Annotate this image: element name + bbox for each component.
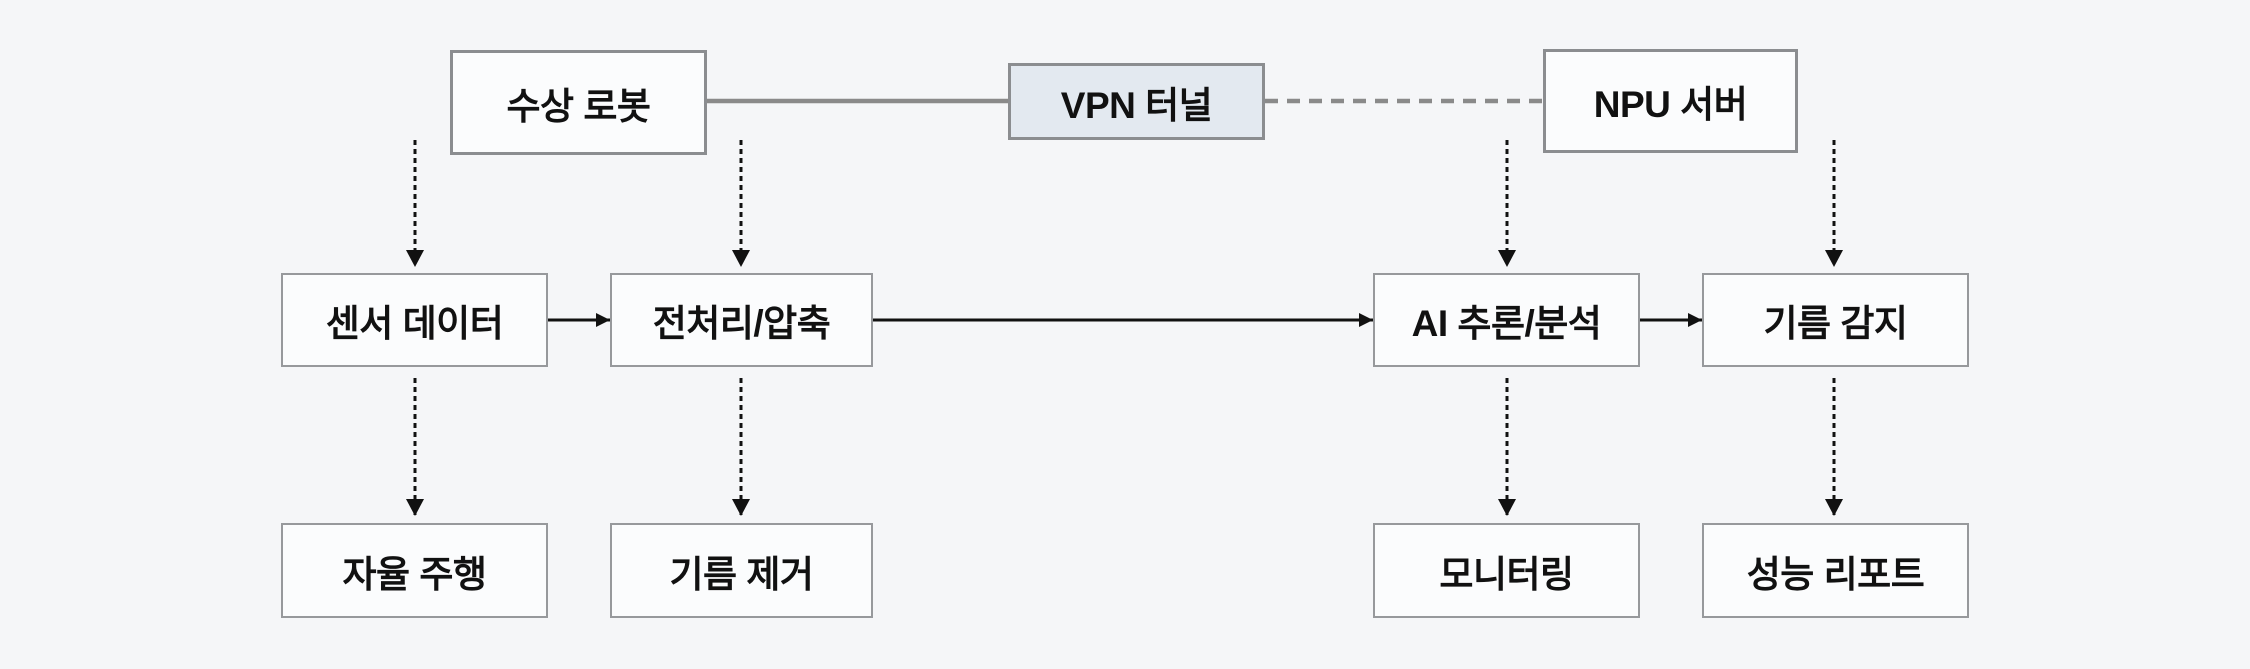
- node-oil-detection-label: 기름 감지: [1763, 303, 1908, 344]
- node-npu-server: NPU 서버: [1543, 49, 1798, 153]
- node-vpn-tunnel: VPN 터널: [1008, 63, 1265, 140]
- node-performance-report: 성능 리포트: [1702, 523, 1969, 618]
- node-monitoring-label: 모니터링: [1439, 553, 1574, 595]
- node-performance-report-label: 성능 리포트: [1746, 553, 1925, 595]
- node-vpn-tunnel-label: VPN 터널: [1060, 84, 1213, 126]
- node-water-robot-label: 수상 로봇: [506, 85, 651, 127]
- node-npu-server-label: NPU 서버: [1593, 84, 1748, 125]
- node-preprocess-compress: 전처리/압축: [610, 273, 873, 367]
- node-ai-inference-label: AI 추론/분석: [1411, 303, 1602, 344]
- node-monitoring: 모니터링: [1373, 523, 1640, 618]
- node-sensor-data-label: 센서 데이터: [325, 303, 504, 344]
- node-autonomous-driving-label: 자율 주행: [342, 553, 487, 595]
- node-oil-detection: 기름 감지: [1702, 273, 1969, 367]
- node-autonomous-driving: 자율 주행: [281, 523, 548, 618]
- node-oil-removal: 기름 제거: [610, 523, 873, 618]
- node-preprocess-compress-label: 전처리/압축: [652, 303, 831, 344]
- node-water-robot: 수상 로봇: [450, 50, 707, 155]
- node-oil-removal-label: 기름 제거: [669, 553, 814, 595]
- node-sensor-data: 센서 데이터: [281, 273, 548, 367]
- node-ai-inference: AI 추론/분석: [1373, 273, 1640, 367]
